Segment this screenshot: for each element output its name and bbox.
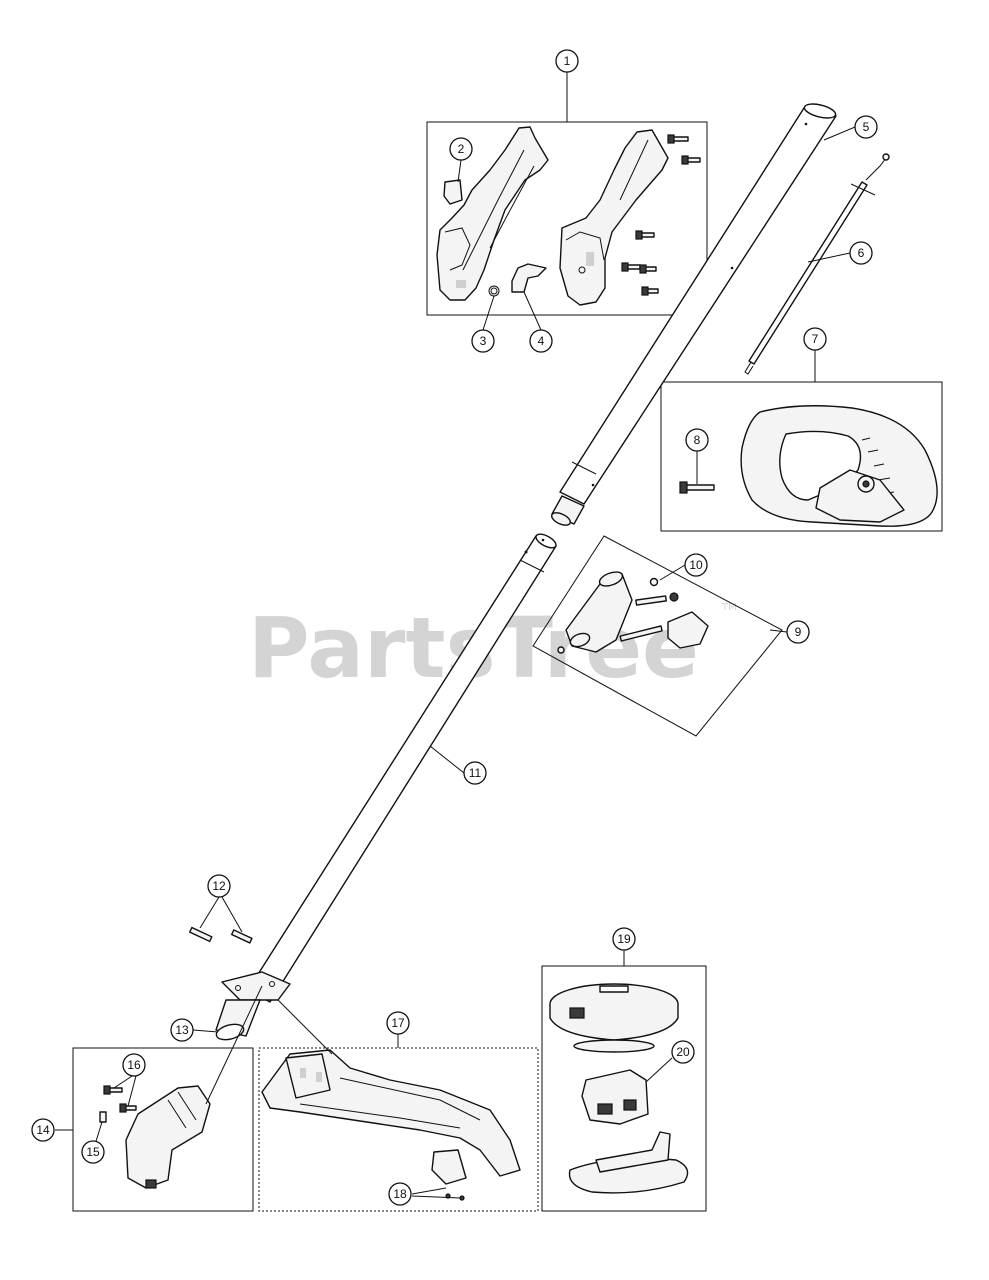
callout-19: 19 [612,927,636,951]
callout-19-label: 19 [617,932,631,946]
callout-15-label: 15 [86,1145,100,1159]
box-coupler [532,535,783,737]
callout-10: 10 [684,553,708,577]
throttle-trigger [511,263,547,293]
callout-14: 14 [31,1118,55,1142]
switch [443,179,463,205]
callout-6-label: 6 [858,246,865,260]
callout-2: 2 [449,137,473,161]
callout-4: 4 [529,329,553,353]
callout-3-label: 3 [480,334,487,348]
callout-8-label: 8 [694,433,701,447]
callout-6: 6 [849,241,873,265]
callout-4-label: 4 [538,334,545,348]
callout-3: 3 [471,329,495,353]
callout-13-label: 13 [175,1023,189,1037]
upper-shaft [550,103,837,526]
drive-cable [744,153,890,375]
handle-housing-group [436,126,701,306]
clamp-group [189,926,291,1041]
callout-5: 5 [854,115,878,139]
callout-18-label: 18 [393,1187,407,1201]
callout-8: 8 [685,428,709,452]
callout-10-label: 10 [689,558,703,572]
callout-17-label: 17 [391,1016,405,1030]
coupler-group [557,571,709,654]
callout-12-label: 12 [212,879,226,893]
trimmer-head-group [549,983,689,1194]
callout-11: 11 [463,761,487,785]
screw-set [621,134,701,296]
gearbox-group [99,1085,211,1189]
assist-handle-group [679,405,938,527]
guard-group [261,1049,521,1201]
callout-7: 7 [803,327,827,351]
callout-16-label: 16 [127,1058,141,1072]
box-assist-handle [660,381,943,532]
callout-16: 16 [122,1053,146,1077]
callout-2-label: 2 [458,142,465,156]
callout-20: 20 [671,1040,695,1064]
handle-bolt [685,484,715,491]
callout-14-label: 14 [36,1123,50,1137]
callout-5-label: 5 [863,120,870,134]
lower-shaft [247,533,557,1003]
guard-bracket [431,1149,467,1185]
callout-7-label: 7 [812,332,819,346]
callout-15: 15 [81,1140,105,1164]
callout-18: 18 [388,1182,412,1206]
callout-9-label: 9 [795,625,802,639]
callout-13: 13 [170,1018,194,1042]
coupler-knob [667,611,709,649]
callout-1-label: 1 [564,54,571,68]
box-guard [258,1047,539,1212]
callout-11-label: 11 [469,766,482,780]
callout-1: 1 [555,49,579,73]
callout-12: 12 [207,874,231,898]
callout-20-label: 20 [676,1045,690,1059]
watermark-trademark: TM [721,602,737,613]
callout-9: 9 [786,620,810,644]
callout-17: 17 [386,1011,410,1035]
